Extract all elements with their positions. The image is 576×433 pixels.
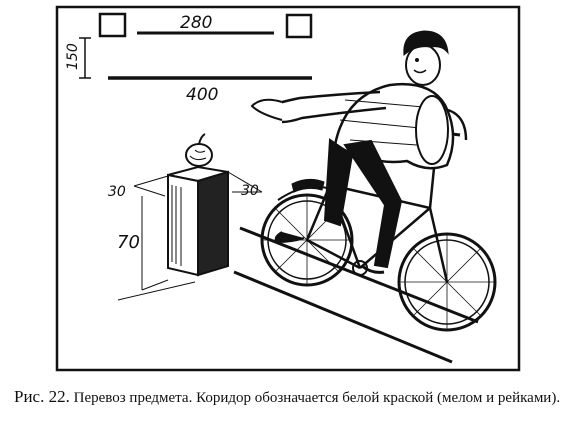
apple-icon [185, 133, 213, 167]
box-width-label: 30 [108, 184, 126, 200]
figure-caption: Рис. 22. Перевоз предмета. Коридор обозн… [14, 386, 574, 409]
caption-text: Перевоз предмета. Коридор обозначается б… [69, 390, 561, 406]
figure-frame [55, 5, 521, 372]
box-dimension-lines [117, 171, 263, 301]
box-height-label: 70 [117, 232, 140, 253]
pedestal-box [167, 165, 229, 277]
corridor-lines [233, 226, 479, 364]
vertical-dimension-label: 150 [65, 43, 81, 70]
figure-label: Рис. 22. [14, 387, 70, 406]
bottom-gap-label: 400 [186, 85, 218, 105]
rider [250, 30, 468, 274]
box-depth-label: 30 [241, 183, 259, 199]
right-target-square [285, 13, 313, 39]
left-target-square [98, 12, 127, 38]
figure-illustration: 280 150 400 [55, 5, 521, 372]
top-gap-label: 280 [180, 13, 212, 33]
